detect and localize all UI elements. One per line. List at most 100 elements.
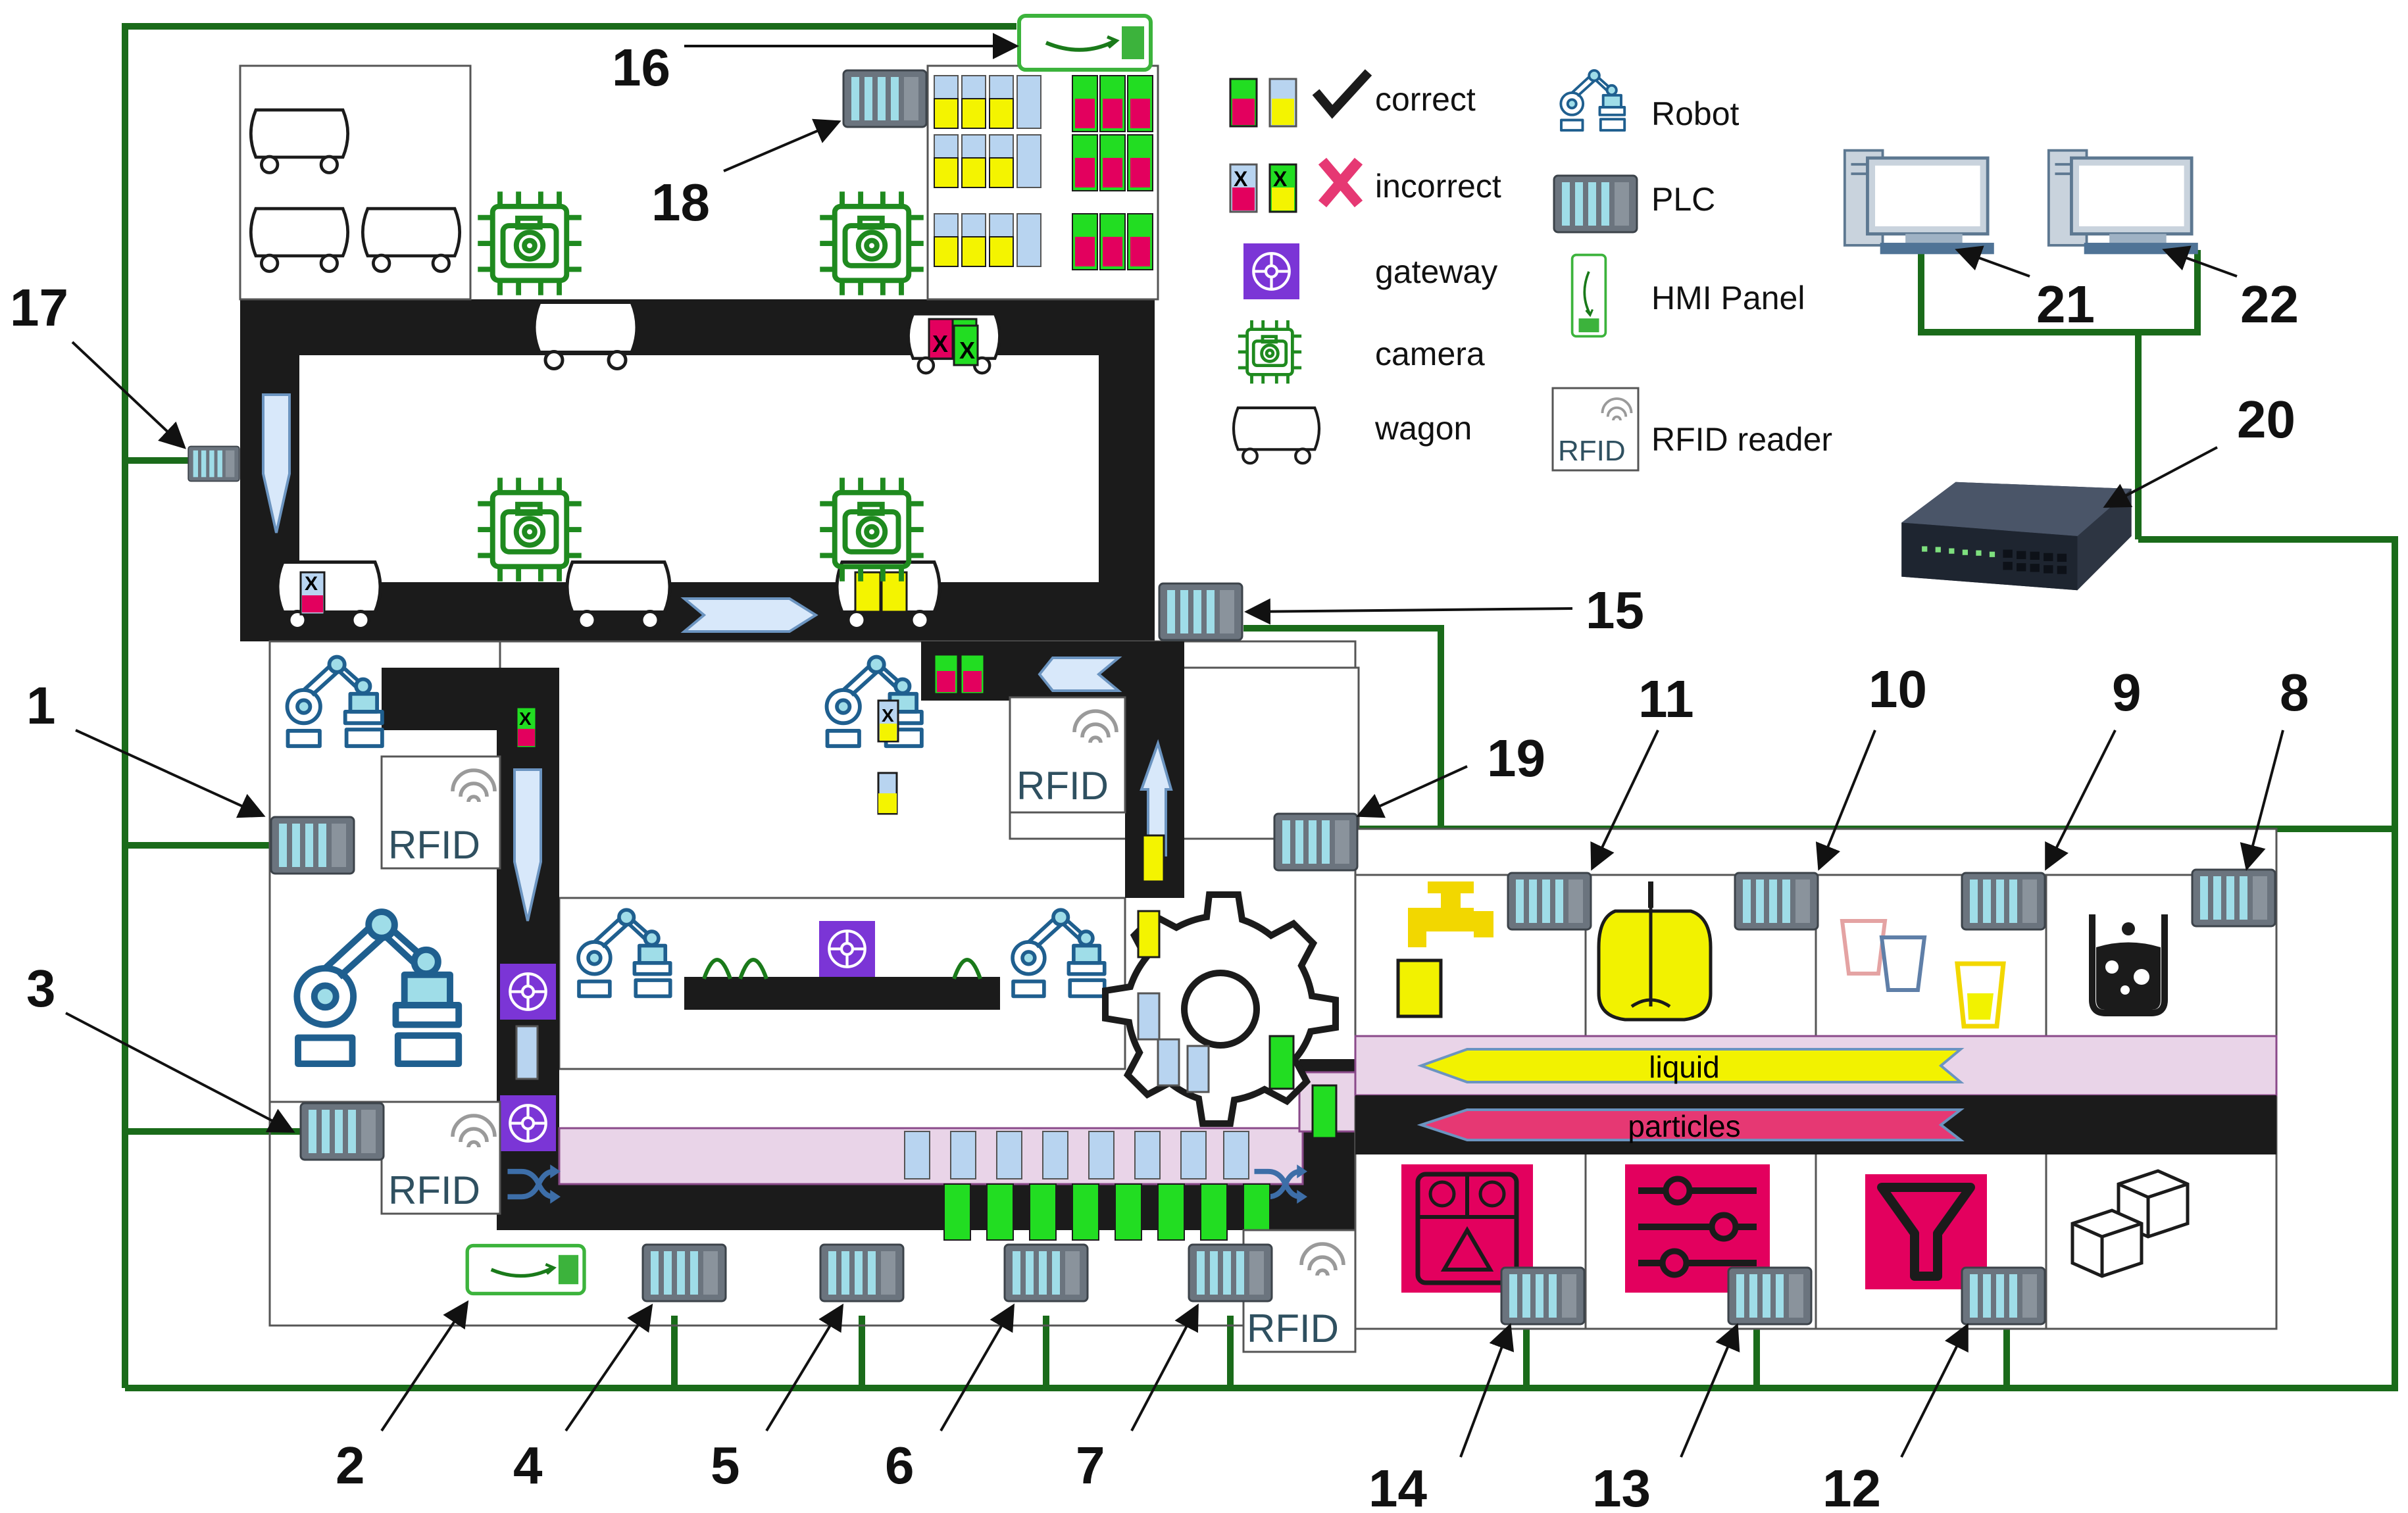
plc-module-icon [819, 1243, 905, 1302]
callout-1: 1 [26, 676, 56, 735]
cups-icon [1840, 919, 2006, 1029]
plc-module-icon [2191, 868, 2276, 928]
plc-module-icon [188, 447, 239, 482]
plc-module-icon [1961, 1266, 2046, 1326]
callout-14: 14 [1368, 1459, 1427, 1513]
callout-numbers: 1 2 3 4 5 6 7 8 9 10 11 12 13 14 15 16 1… [10, 38, 2309, 1513]
camera-chip-icon [478, 191, 582, 295]
bottle-x-mark: X [1234, 167, 1248, 191]
cross-icon [1318, 157, 1363, 208]
hmi-panel-icon [1019, 16, 1151, 70]
callout-7: 7 [1076, 1436, 1105, 1495]
plc-module-icon [299, 1102, 385, 1161]
callout-17: 17 [10, 278, 68, 337]
rfid-reader-icon: RFID [380, 755, 501, 870]
hmi-panel-icon [1570, 253, 1607, 338]
wagon-icon [1234, 408, 1319, 463]
legend: correct X X incorrect gateway camera wag… [1229, 69, 1832, 472]
robot-arm-icon [827, 657, 922, 747]
flow-arrow-down [262, 393, 291, 533]
plc-module-icon [1500, 1266, 1586, 1326]
plc-module-icon [1553, 174, 1638, 234]
plc-module-icon [1188, 1243, 1273, 1302]
rfid-reader-icon: RFID [1242, 1229, 1357, 1353]
gateway-icon [819, 921, 875, 977]
callout-8: 8 [2280, 663, 2309, 722]
plc-module-icon [1003, 1243, 1089, 1302]
legend-gateway: gateway [1375, 253, 1497, 290]
rfid-label: RFID [1247, 1306, 1339, 1351]
legend-correct: correct [1375, 81, 1476, 118]
computer-icon [1845, 151, 1994, 255]
beaker-icon [2089, 914, 2168, 1016]
legend-rfid-reader: RFID reader [1651, 421, 1832, 458]
particles-arrow [1417, 1108, 1965, 1141]
rfid-label: RFID [388, 1168, 480, 1212]
mixing-tank-icon [1597, 881, 1713, 1022]
callout-16: 16 [612, 38, 670, 97]
callout-3: 3 [26, 959, 56, 1018]
legend-plc: PLC [1651, 181, 1715, 218]
check-icon [1312, 69, 1372, 119]
callout-20: 20 [2237, 390, 2295, 449]
plc-module-icon [1507, 872, 1592, 931]
gateway-icon [500, 1095, 556, 1151]
legend-hmi: HMI Panel [1651, 280, 1805, 316]
wagon-loop [239, 64, 1159, 641]
callout-22: 22 [2240, 275, 2299, 334]
flow-arrow-right [680, 597, 818, 633]
callout-13: 13 [1592, 1459, 1651, 1513]
robot-arm-icon [1561, 70, 1624, 130]
callout-2: 2 [336, 1436, 365, 1495]
rfid-label: RFID [1558, 435, 1626, 467]
lane-liquid-label: liquid [1649, 1050, 1719, 1084]
wagon-cargo: X X X [299, 318, 979, 616]
callout-21: 21 [2036, 275, 2095, 334]
callout-5: 5 [711, 1436, 740, 1495]
plc-module-icon [1273, 812, 1359, 872]
gateway-icon [500, 964, 556, 1020]
hmi-panel-icon [467, 1246, 584, 1294]
cargo-mark: X [959, 337, 975, 364]
plc-module-icon [641, 1243, 727, 1302]
callout-12: 12 [1822, 1459, 1881, 1513]
liquid-arrow [1417, 1048, 1965, 1083]
callout-6: 6 [885, 1436, 915, 1495]
conveyor-bottles: X X [515, 653, 1338, 1241]
callout-10: 10 [1869, 660, 1927, 718]
rfid-reader-icon: RFID [380, 1101, 501, 1215]
rfid-reader-icon: RFID [1009, 696, 1126, 814]
camera-chip-icon [820, 191, 924, 295]
bottle-x-mark: X [519, 708, 532, 729]
camera-chip-icon [1238, 320, 1301, 384]
cargo-mark: X [305, 573, 318, 595]
legend-camera: camera [1375, 335, 1485, 372]
plc-module-icon [1158, 582, 1243, 641]
callout-arrows [65, 33, 2284, 1458]
cubes-icon [2070, 1169, 2190, 1278]
sliders-icon [1625, 1164, 1770, 1293]
callout-15: 15 [1586, 581, 1644, 639]
bottle-x-mark: X [1273, 167, 1288, 191]
plc-module-icon [1961, 872, 2046, 931]
gateway-icon [1243, 243, 1299, 299]
network-switch-icon [1901, 482, 2132, 591]
callout-9: 9 [2112, 663, 2142, 722]
plc-module-icon [842, 69, 928, 128]
computer-icon [2049, 151, 2198, 255]
legend-wagon: wagon [1374, 410, 1472, 447]
callout-4: 4 [513, 1436, 543, 1495]
bottle-x-mark: X [882, 705, 894, 726]
legend-robot: Robot [1651, 95, 1740, 132]
callout-18: 18 [651, 173, 710, 232]
callout-19: 19 [1487, 729, 1545, 787]
plc-module-icon [270, 816, 355, 875]
legend-incorrect: incorrect [1375, 168, 1501, 205]
bottle-storage [934, 75, 1153, 270]
plc-module-icon [1727, 1266, 1813, 1326]
rfid-label: RFID [1016, 764, 1109, 808]
callout-11: 11 [1638, 670, 1694, 728]
cargo-mark: X [932, 330, 948, 357]
water-tap-icon [1396, 881, 1493, 1018]
